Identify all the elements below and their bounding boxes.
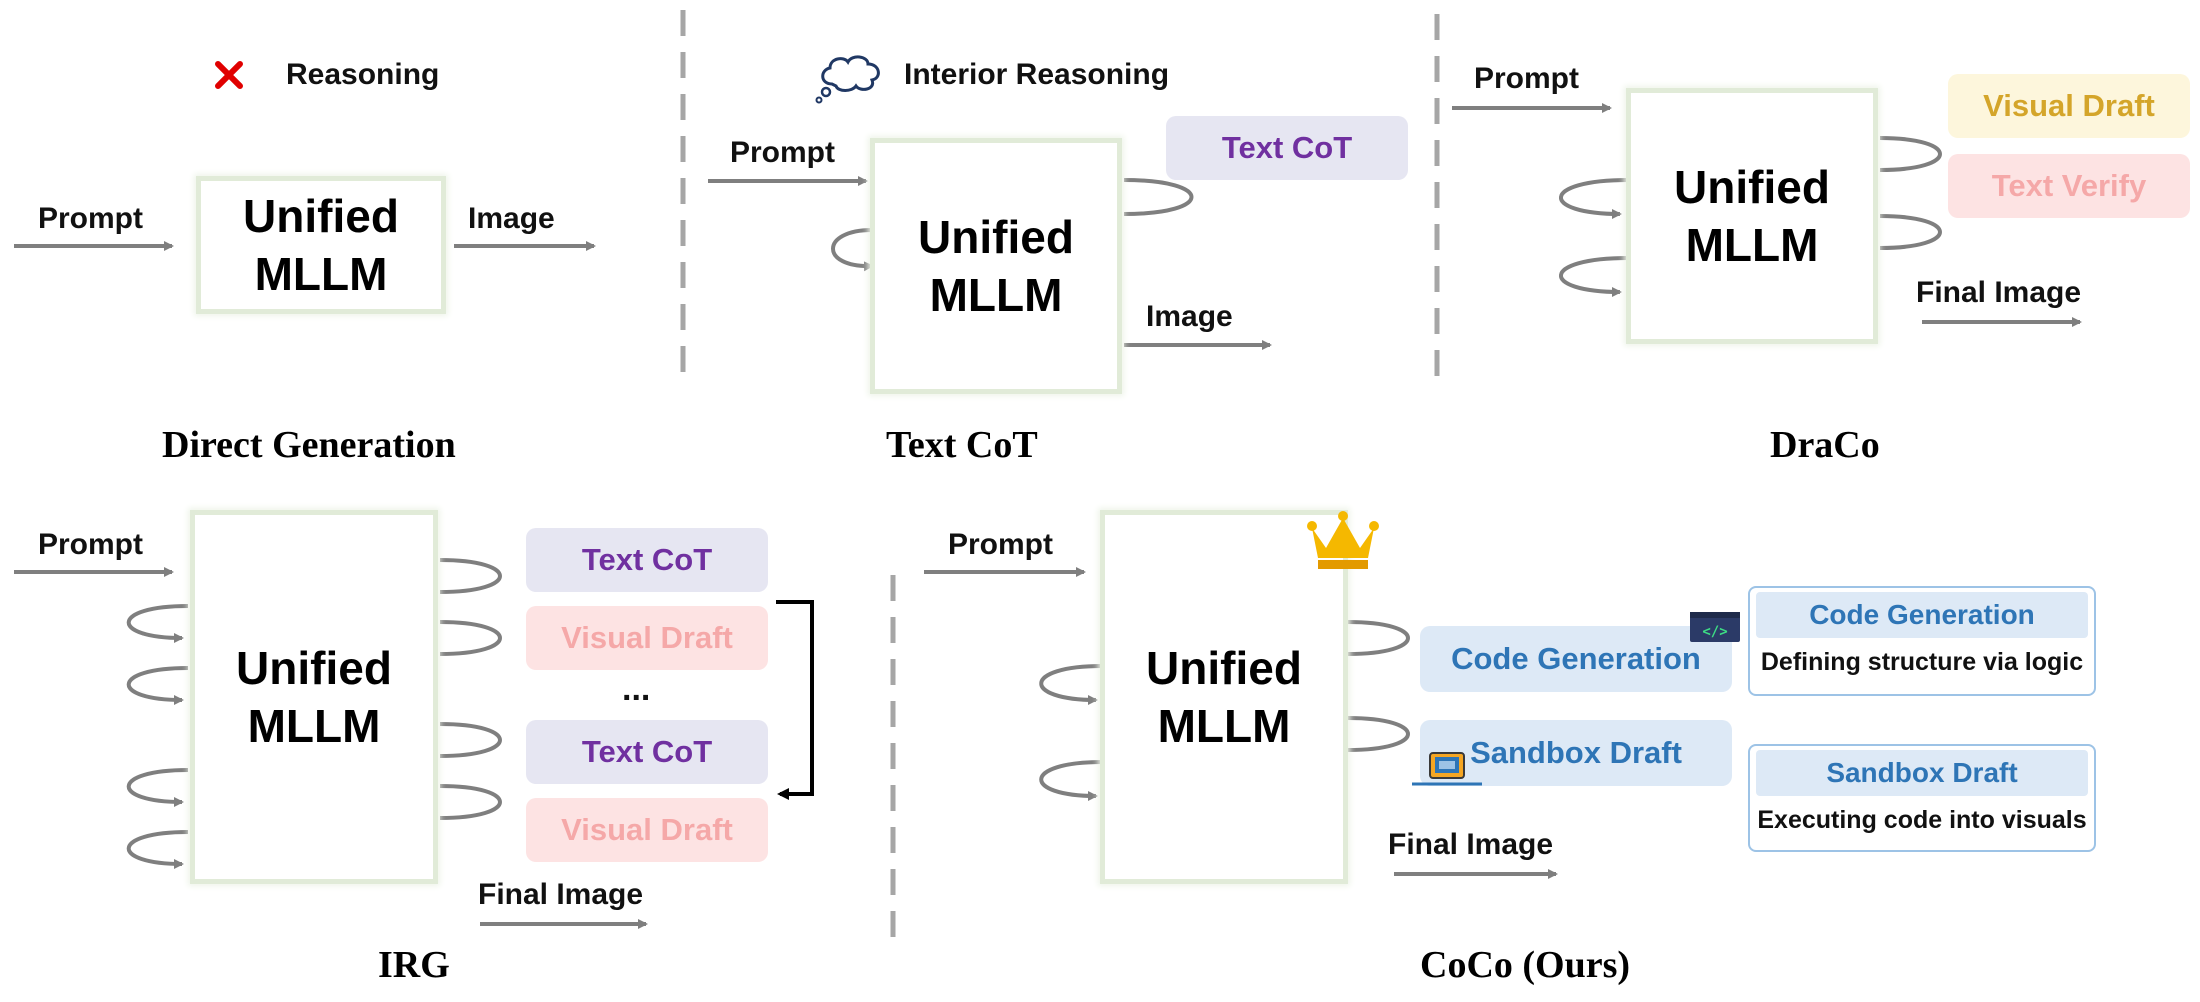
visual-draft-box-draco: Visual Draft	[1948, 74, 2190, 138]
loop-irg-out-4	[439, 784, 502, 820]
sandbox-draft-card: Sandbox Draft Executing code into visual…	[1748, 744, 2096, 852]
irg-feedback-bracket	[776, 600, 814, 800]
ellipsis: ...	[622, 670, 651, 708]
image-label-direct: Image	[468, 202, 555, 235]
loop-irg-in-2	[126, 666, 189, 705]
loop-irg-in-3	[126, 768, 189, 807]
sandbox-draft-box: Sandbox Draft	[1420, 720, 1732, 786]
loop-textcot-in	[831, 228, 874, 272]
card-body-code-generation: Defining structure via logic	[1760, 648, 2084, 676]
visual-draft-box-irg-1: Visual Draft	[526, 606, 768, 670]
interior-reasoning-label: Interior Reasoning	[904, 58, 1170, 91]
loop-draco-out-1	[1879, 136, 1942, 172]
caption-text-cot: Text CoT	[886, 424, 1038, 466]
model-name-line2: MLLM	[929, 269, 1063, 321]
model-name-line1: Unified	[236, 642, 392, 694]
loop-textcot-out	[1123, 178, 1194, 216]
text-verify-box-draco: Text Verify	[1948, 154, 2190, 218]
loop-coco-out-2	[1347, 716, 1410, 752]
caption-draco: DraCo	[1770, 424, 1880, 466]
code-generation-box: Code Generation	[1420, 626, 1732, 692]
crown-icon	[1307, 511, 1379, 569]
model-name-line1: Unified	[1146, 642, 1302, 694]
loop-irg-in-4	[126, 830, 189, 869]
prompt-label-draco: Prompt	[1474, 62, 1579, 95]
code-window-icon: </>	[1690, 612, 1740, 642]
loop-irg-out-2	[439, 620, 502, 656]
loop-irg-out-1	[439, 558, 502, 594]
caption-coco: CoCo (Ours)	[1420, 944, 1631, 986]
prompt-label-direct: Prompt	[38, 202, 143, 235]
text-cot-box: Text CoT	[1166, 116, 1408, 180]
reasoning-label: Reasoning	[286, 58, 440, 91]
thought-cloud-icon	[815, 55, 880, 104]
loop-coco-out-1	[1347, 620, 1410, 656]
prompt-label-coco: Prompt	[948, 528, 1053, 561]
loop-coco-in-1	[1039, 664, 1103, 705]
cross-icon	[215, 61, 243, 89]
final-image-label-irg: Final Image	[478, 878, 644, 911]
loop-coco-in-2	[1039, 760, 1103, 801]
prompt-label-textcot: Prompt	[730, 136, 835, 169]
loop-irg-out-3	[439, 722, 502, 758]
loop-irg-in-1	[126, 604, 189, 643]
model-name-line2: MLLM	[1157, 700, 1291, 752]
card-title-sandbox-draft: Sandbox Draft	[1756, 750, 2088, 796]
visual-draft-box-irg-2: Visual Draft	[526, 798, 768, 862]
model-name-line2: MLLM	[254, 248, 388, 300]
text-cot-box-irg-1: Text CoT	[526, 528, 768, 592]
model-name-line1: Unified	[918, 211, 1074, 263]
prompt-label-irg: Prompt	[38, 528, 143, 561]
code-generation-card: Code Generation Defining structure via l…	[1748, 586, 2096, 696]
card-body-sandbox-draft: Executing code into visuals	[1757, 806, 2087, 834]
loop-draco-out-2	[1879, 214, 1942, 250]
model-name-line2: MLLM	[1685, 219, 1819, 271]
model-name-line1: Unified	[1674, 161, 1830, 213]
text-cot-box-irg-2: Text CoT	[526, 720, 768, 784]
model-name-line2: MLLM	[247, 700, 381, 752]
loop-draco-in-2	[1559, 256, 1629, 297]
loop-draco-in-1	[1559, 178, 1629, 219]
card-title-code-generation: Code Generation	[1756, 592, 2088, 638]
caption-direct-generation: Direct Generation	[162, 424, 456, 466]
final-image-label-draco: Final Image	[1916, 276, 2082, 309]
image-label-textcot: Image	[1146, 300, 1233, 333]
final-image-label-coco: Final Image	[1388, 828, 1554, 861]
laptop-icon	[1412, 752, 1482, 786]
svg-text:</>: </>	[1702, 624, 1727, 640]
model-name-line1: Unified	[243, 190, 399, 242]
caption-irg: IRG	[378, 944, 450, 986]
